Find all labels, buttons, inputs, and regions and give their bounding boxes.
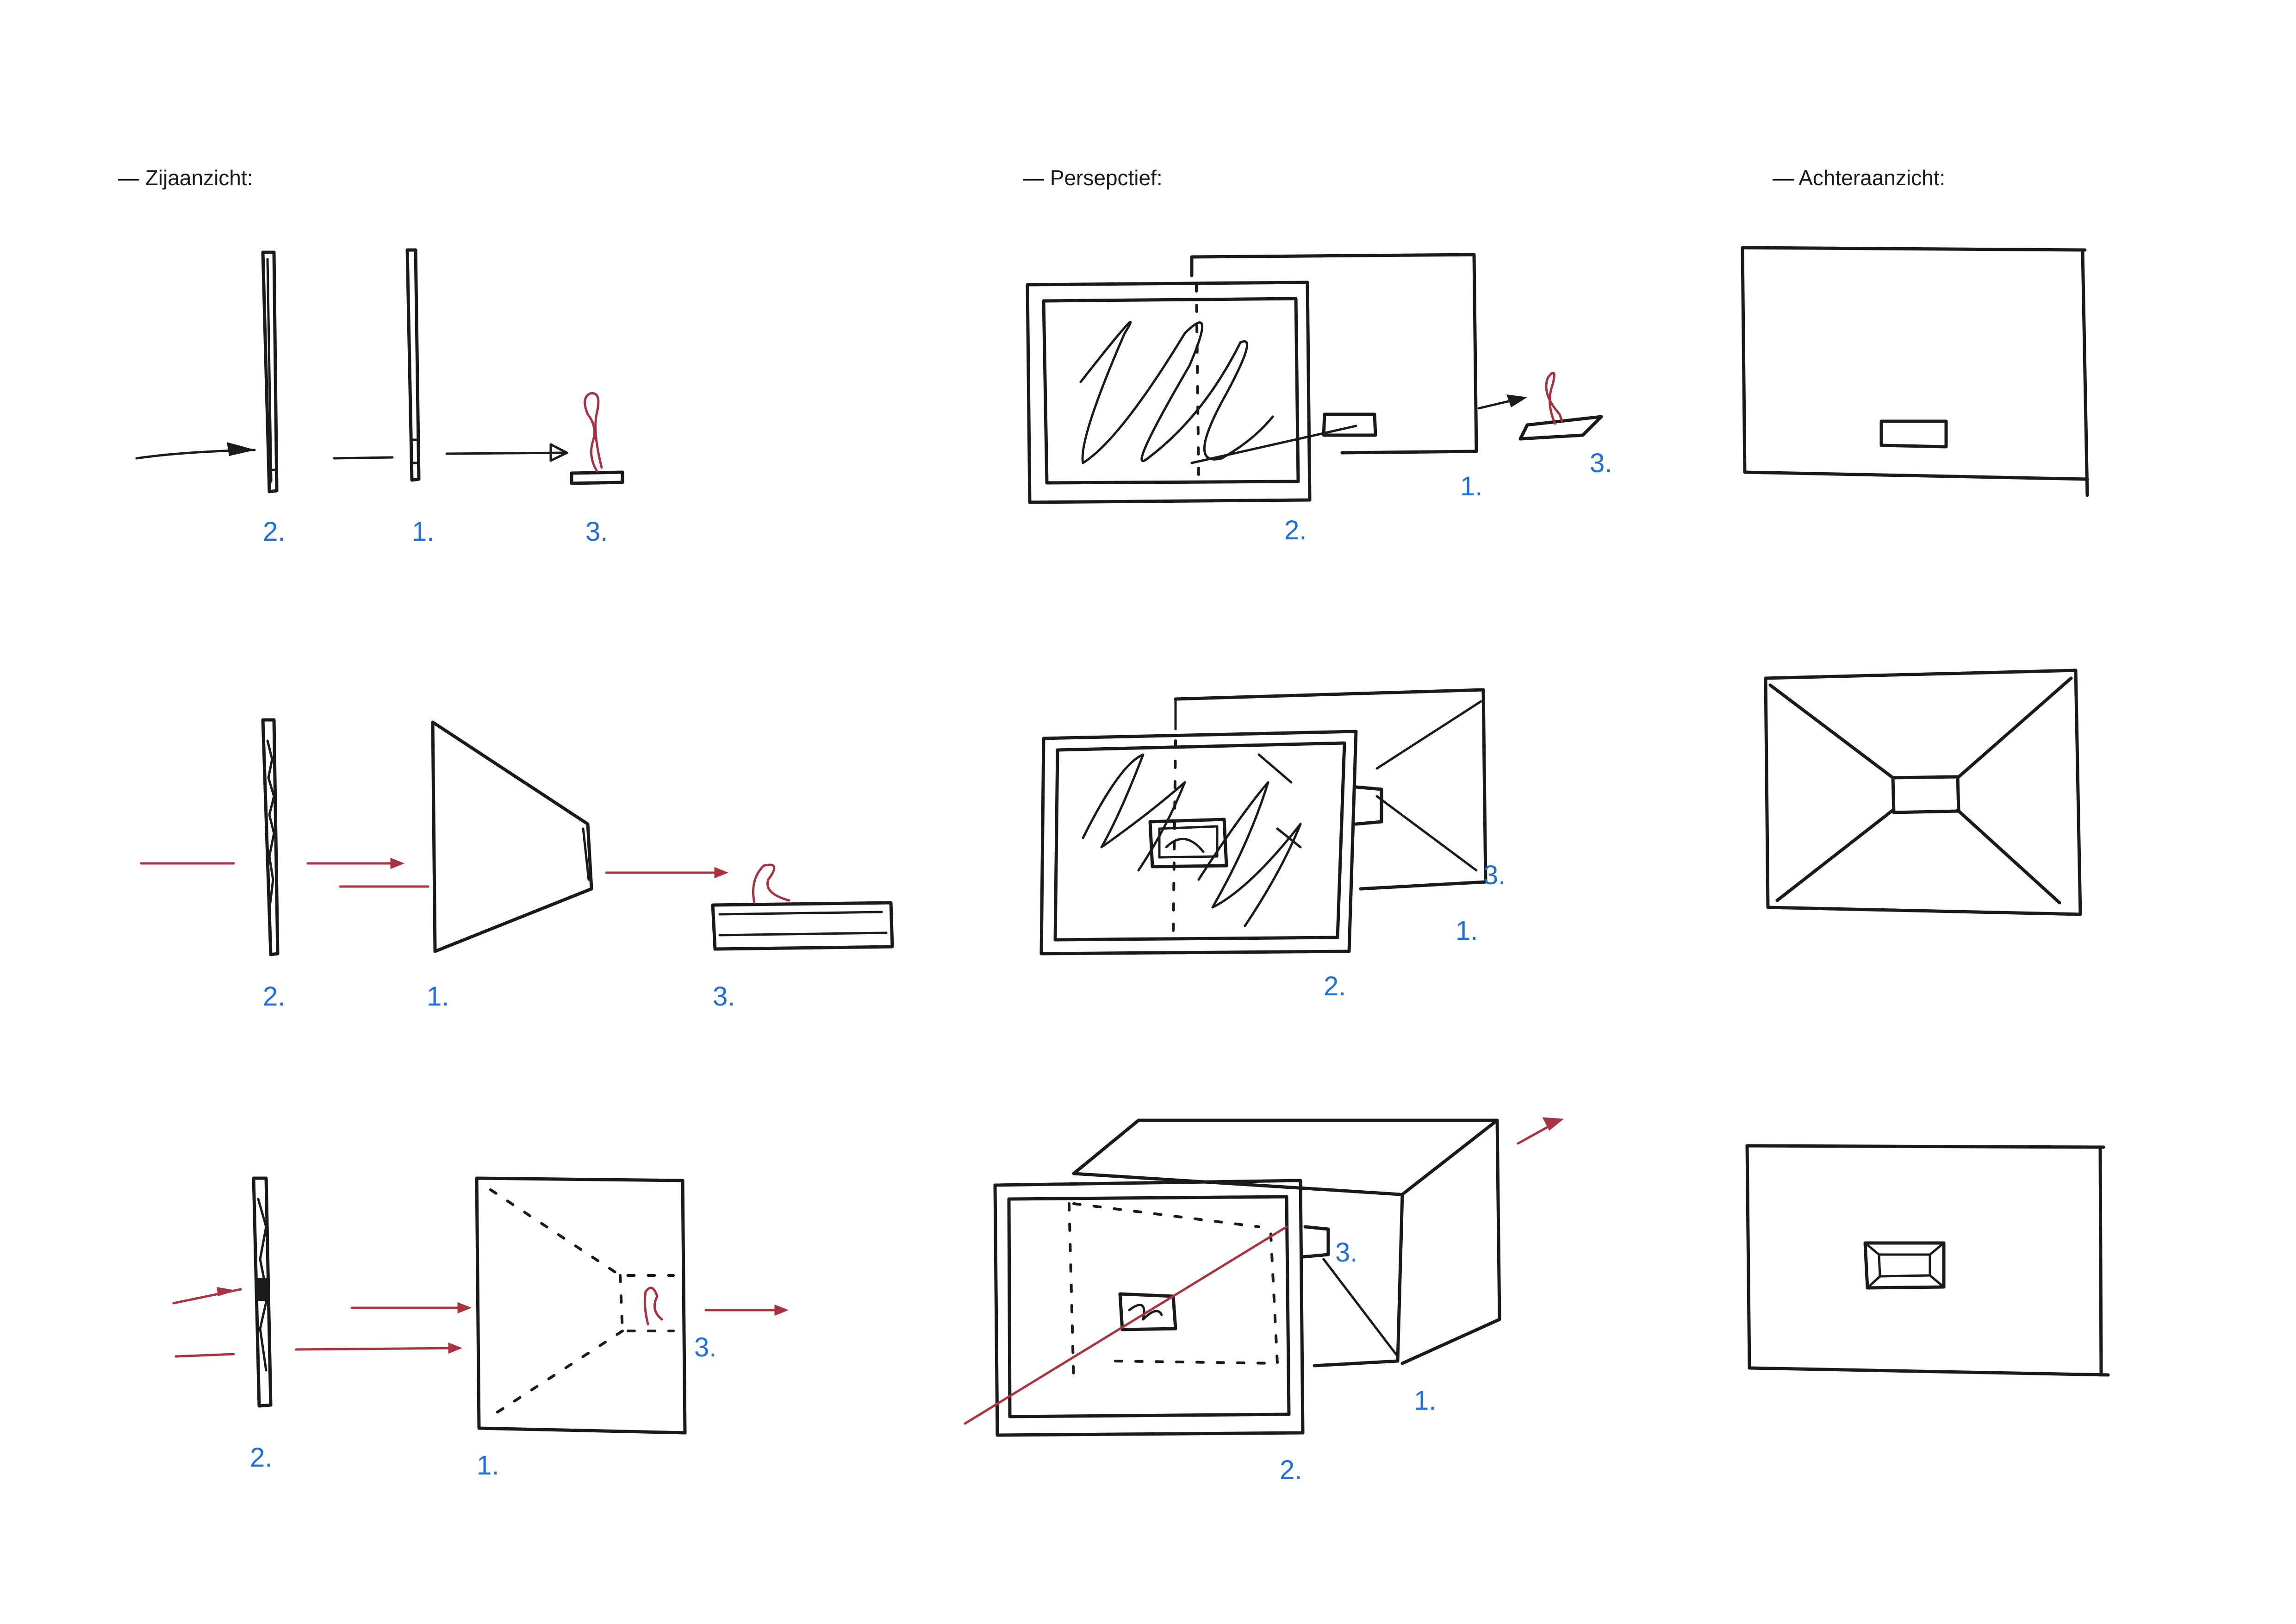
row2-side-view [140,718,894,956]
frame-front-2 [1039,730,1358,956]
rear-slot [1863,1241,1946,1290]
label-3: 3. [713,981,735,1012]
mirror-scribble [1082,753,1302,927]
row2-rear-view [1764,668,2082,916]
label-2: 2. [1284,515,1307,545]
row1-perspective [1026,253,1603,504]
box-1-side [475,1176,687,1435]
label-1: 1. [477,1450,499,1480]
arrow-to-3 [445,451,566,455]
light-ray [964,1225,1288,1425]
label-1: 1. [427,981,449,1012]
output-3-side [570,470,624,485]
label-1: 1. [1460,471,1482,501]
heading-side-view: — Zijaanzicht: [118,166,253,190]
label-1: 1. [412,517,434,547]
panel-1-side [405,248,421,482]
plant-sprout [584,392,603,473]
heading-rear-view: — Achteraanzicht: [1773,166,1945,190]
row3-side-view [172,1176,789,1435]
rear-slot [1879,419,1948,449]
heading-perspective: — Persepctief: [1023,166,1163,190]
label-3: 3. [694,1332,716,1362]
label-2: 2. [263,981,285,1012]
label-3: 3. [1590,448,1612,478]
label-3: 3. [1335,1237,1357,1268]
frame-front-2 [993,1179,1305,1437]
output-3-persp [1518,415,1603,441]
row3-perspective [964,1117,1564,1437]
label-2: 2. [1324,971,1346,1001]
label-1: 1. [1456,916,1478,946]
panel-2-side [261,718,280,956]
panel-2-side [261,250,279,493]
mirror-scribble [1079,321,1274,464]
row1-rear-view [1741,246,2089,497]
rect-back-1 [1190,253,1478,455]
row1-side-view [135,248,624,493]
frame-front-2 [1026,281,1312,504]
trapezoid-1 [431,720,593,953]
center-slot [1148,818,1228,868]
rect-back-1 [1174,688,1487,891]
label-2: 2. [250,1443,272,1473]
row2-perspective [1039,688,1487,956]
label-2: 2. [263,517,285,547]
label-1: 1. [1414,1386,1436,1416]
label-2: 2. [1280,1455,1302,1485]
output-3-side [711,901,894,951]
exit-slot [1322,412,1377,437]
box-3d-1 [1072,1118,1499,1368]
label-3: 3. [1483,860,1506,890]
center-slot [1118,1292,1177,1331]
panel-2-side [252,1176,273,1408]
label-3: 3. [585,517,608,547]
row3-rear-view [1745,1144,2110,1377]
rear-slot [1891,775,1960,814]
